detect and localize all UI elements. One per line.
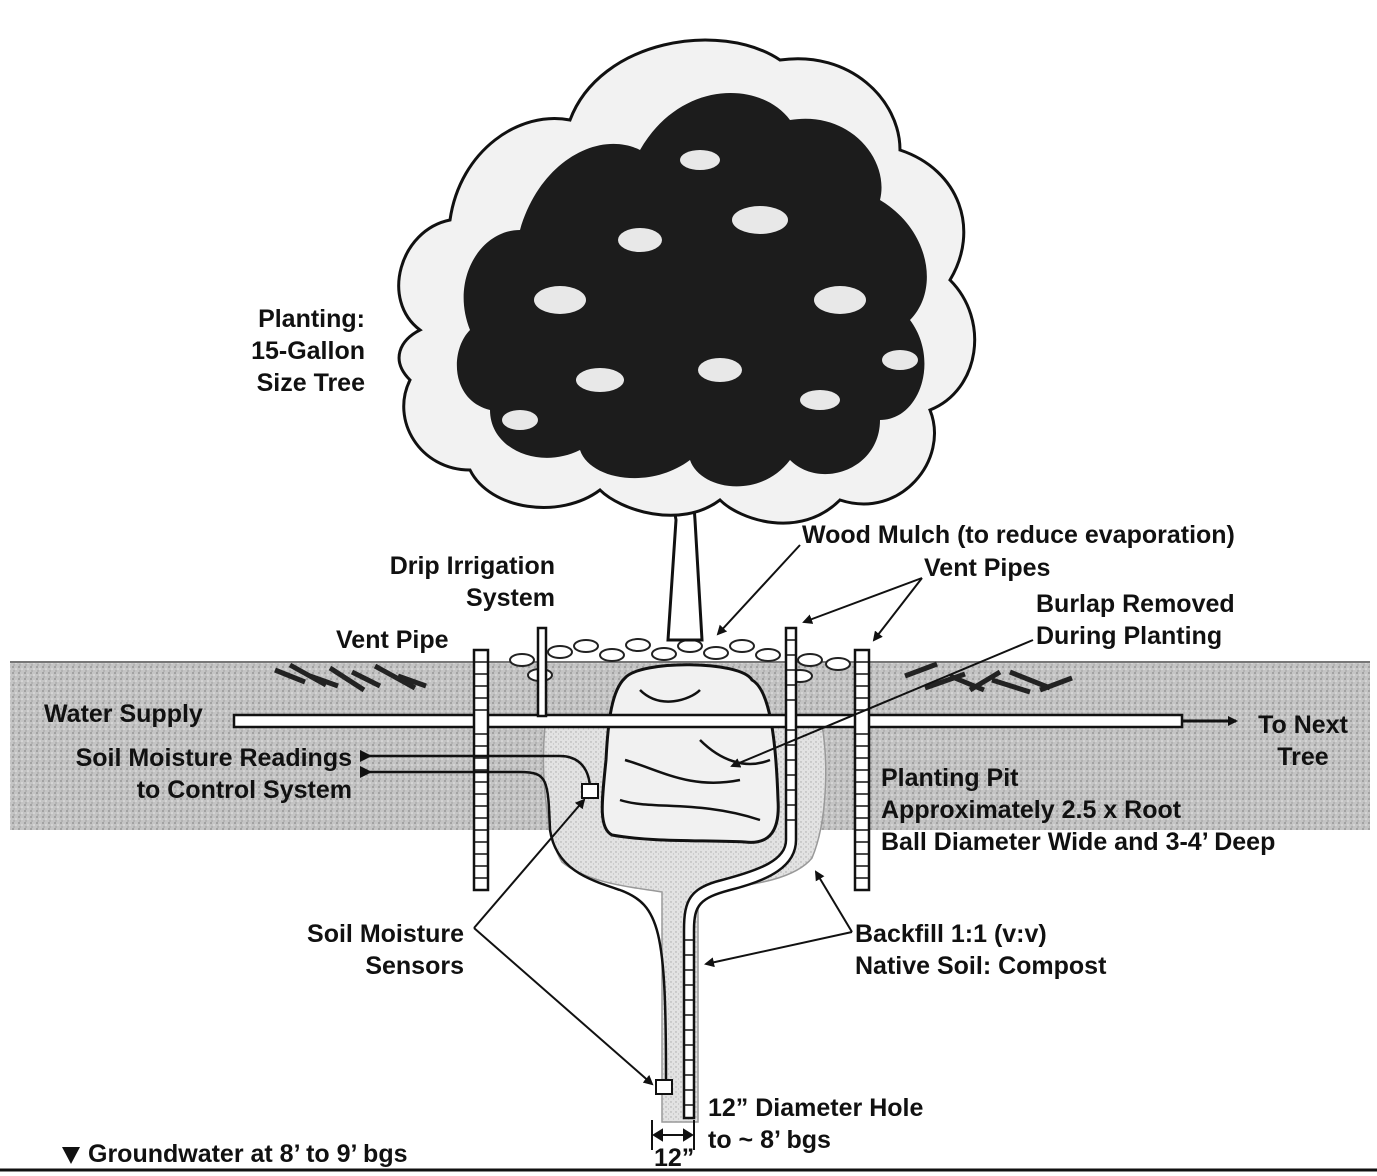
planting-pit-line-3: Ball Diameter Wide and 3-4’ Deep <box>881 826 1275 858</box>
soil-moisture-sensors-line-2: Sensors <box>268 950 464 982</box>
to-next-tree-line-1: To Next <box>1238 709 1368 741</box>
drip-irrigation-line-1: Drip Irrigation <box>330 550 555 582</box>
burlap-line-2: During Planting <box>1036 620 1235 652</box>
groundwater-triangle-icon <box>62 1147 80 1164</box>
water-supply-pipe <box>234 715 1182 727</box>
tree-canopy <box>399 40 975 523</box>
planting-pit-label: Planting Pit Approximately 2.5 x Root Ba… <box>881 762 1275 858</box>
diameter-hole-label: 12” Diameter Hole to ~ 8’ bgs <box>708 1092 923 1156</box>
burlap-line-1: Burlap Removed <box>1036 588 1235 620</box>
soil-moisture-readings-line-1: Soil Moisture Readings <box>20 742 352 774</box>
drip-irrigation-riser <box>538 628 546 716</box>
vent-pipes-label: Vent Pipes <box>924 552 1050 584</box>
vent-pipe-left <box>474 650 488 890</box>
backfill-label: Backfill 1:1 (v:v) Native Soil: Compost <box>855 918 1106 982</box>
water-supply-label: Water Supply <box>44 698 203 730</box>
soil-moisture-readings-line-2: to Control System <box>20 774 352 806</box>
planting-pit-line-2: Approximately 2.5 x Root <box>881 794 1275 826</box>
diameter-hole-line-2: to ~ 8’ bgs <box>708 1124 923 1156</box>
vent-pipe-label: Vent Pipe <box>336 624 449 656</box>
drip-irrigation-label: Drip Irrigation System <box>330 550 555 614</box>
drip-irrigation-line-2: System <box>330 582 555 614</box>
dimension-label: 12” <box>654 1142 694 1174</box>
soil-moisture-sensors-label: Soil Moisture Sensors <box>268 918 464 982</box>
vent-pipe-right <box>855 650 869 890</box>
root-ball <box>602 665 778 843</box>
planting-line-1: Planting: <box>200 303 365 335</box>
soil-moisture-sensor-lower <box>656 1080 672 1094</box>
soil-moisture-sensors-line-1: Soil Moisture <box>268 918 464 950</box>
diameter-hole-line-1: 12” Diameter Hole <box>708 1092 923 1124</box>
groundwater-label: Groundwater at 8’ to 9’ bgs <box>88 1138 408 1170</box>
wood-mulch-label: Wood Mulch (to reduce evaporation) <box>802 519 1235 551</box>
planting-pit-line-1: Planting Pit <box>881 762 1275 794</box>
planting-line-3: Size Tree <box>200 367 365 399</box>
backfill-line-2: Native Soil: Compost <box>855 950 1106 982</box>
planting-label: Planting: 15-Gallon Size Tree <box>200 303 365 399</box>
soil-moisture-sensor-upper <box>582 784 598 798</box>
soil-moisture-readings-label: Soil Moisture Readings to Control System <box>20 742 352 806</box>
backfill-line-1: Backfill 1:1 (v:v) <box>855 918 1106 950</box>
planting-line-2: 15-Gallon <box>200 335 365 367</box>
burlap-label: Burlap Removed During Planting <box>1036 588 1235 652</box>
